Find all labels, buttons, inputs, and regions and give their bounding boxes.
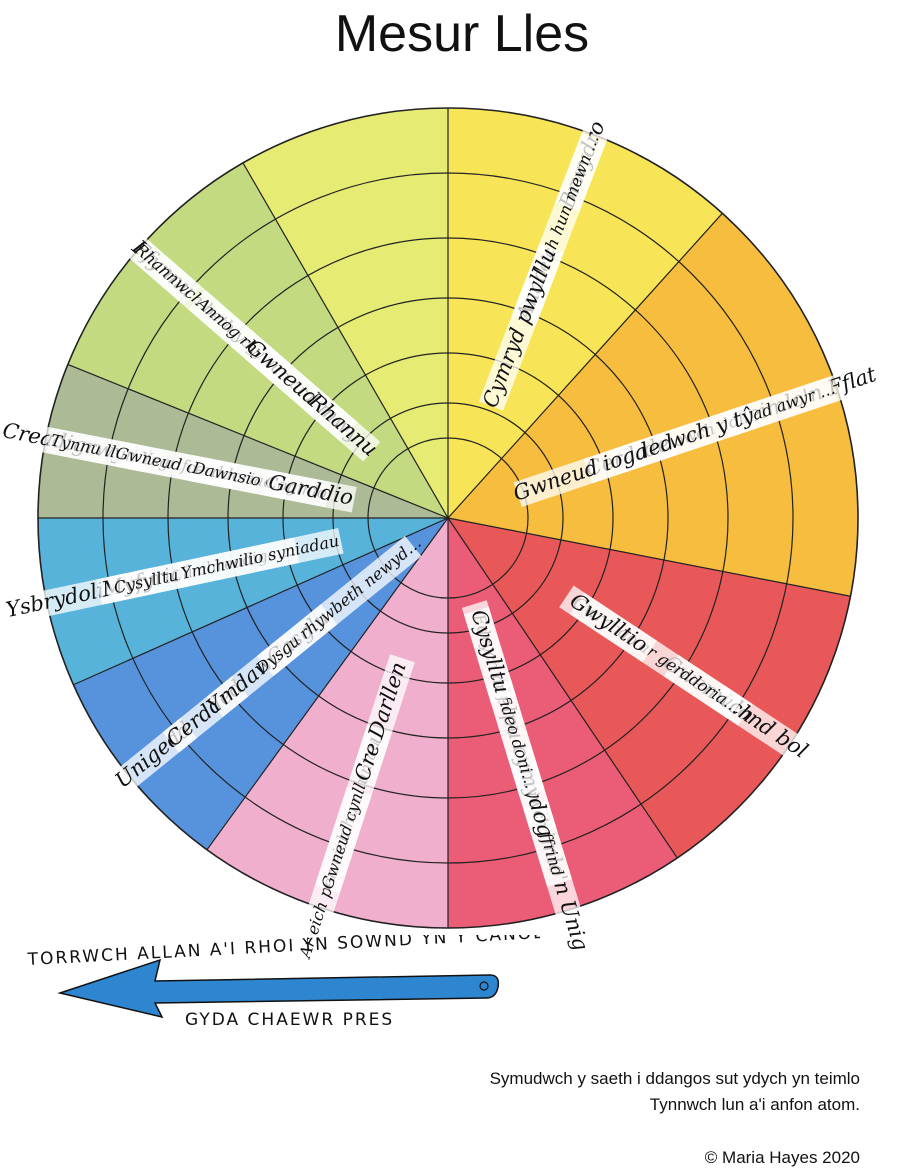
- label-paper: [478, 266, 555, 411]
- slice-teimlon-unig: [448, 518, 678, 928]
- label-paper: [559, 585, 657, 663]
- label-paper: [256, 536, 422, 677]
- spoke-5: [206, 517, 449, 851]
- label-paper: [513, 440, 648, 508]
- wellbeing-wheel: BrwydroLapio eich hun mewn …AnadluCymryd…: [0, 107, 880, 963]
- label-paper: [304, 390, 381, 462]
- label-paper: [264, 470, 357, 513]
- arrow-top-text: TORRWCH ALLAN A'I RHOI YN SOWND YN Y CAN…: [26, 935, 540, 970]
- slice-teimlo-fflat: [448, 213, 858, 597]
- instruction-line-1: Symudwch y saeth i ddangos sut ydych yn …: [489, 1069, 860, 1088]
- wheel-spokes: [38, 108, 851, 928]
- copyright-credit: © Maria Hayes 2020: [704, 1148, 860, 1167]
- pointer-arrow[interactable]: TORRWCH ALLAN A'I RHOI YN SOWND YN Y CAN…: [20, 935, 540, 1035]
- page-title: Mesur Lles: [334, 5, 590, 63]
- slice-creadigrwydd: [38, 364, 448, 518]
- spoke-8: [67, 363, 449, 519]
- spoke-9: [242, 162, 449, 519]
- label-paper: [362, 654, 415, 747]
- spoke-6: [73, 517, 449, 686]
- spoke-1: [447, 212, 723, 519]
- label-paper: [461, 600, 516, 704]
- spoke-3: [447, 517, 678, 859]
- slice-pink: [207, 518, 448, 928]
- arrow-shape: [57, 958, 500, 1019]
- arrow-pin-hole: [479, 981, 489, 991]
- slice-brwydro: [448, 108, 723, 518]
- arrow-bottom-text: GYDA CHAEWR PRES: [185, 1010, 394, 1030]
- slice-teal: [38, 518, 448, 685]
- spoke-2: [447, 517, 851, 597]
- slice-llond-bol: [448, 518, 851, 858]
- label-paper: [176, 528, 344, 588]
- instruction-line-2: Tynnwch lun a'i anfon atom.: [649, 1095, 860, 1114]
